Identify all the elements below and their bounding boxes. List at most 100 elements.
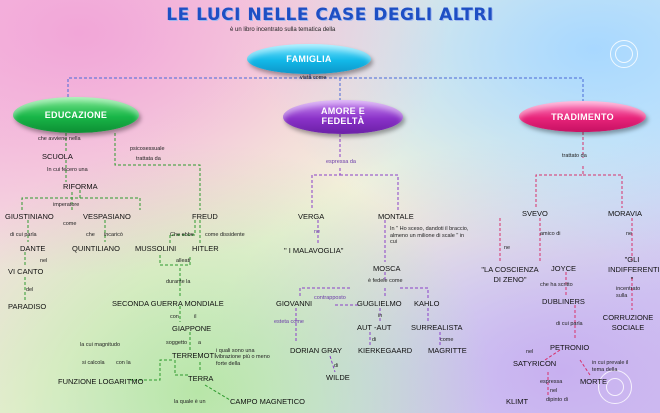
link-a: a	[198, 340, 202, 346]
node-scuola: SCUOLA	[42, 152, 73, 161]
link-che-ha-scritto: che ha scritto	[540, 282, 573, 288]
link-ne: ne	[314, 229, 321, 235]
link-ne-svevo: ne	[504, 245, 511, 251]
link-di-wilde: di	[334, 363, 339, 369]
link-in: in	[378, 313, 383, 319]
node-seconda-guerra-mondiale: SECONDA GUERRA MONDIALE	[112, 299, 224, 308]
flare-decoration	[610, 40, 638, 68]
node-mosca: MOSCA	[373, 264, 401, 273]
link-e-fedele: è fedele come	[368, 278, 403, 284]
amore-connectors	[295, 134, 441, 373]
node-educazione: EDUCAZIONE	[13, 97, 139, 133]
link-con-la: con la	[116, 360, 131, 366]
flare-decoration	[598, 370, 632, 404]
link-nel-tra: nel	[526, 349, 534, 355]
node-dubliners: DUBLINERS	[542, 297, 585, 306]
node-kierkegaard: KIERKEGAARD	[358, 346, 413, 355]
node-hitler: HITLER	[192, 244, 219, 253]
link-soggetto: soggetto	[166, 340, 188, 346]
link-ho-sceso: In " Ho sceso, dandoti il braccio, almen…	[390, 226, 469, 246]
link-di-cui-parla-tra: di cui parla	[556, 321, 583, 327]
node-verga: VERGA	[298, 212, 325, 221]
link-come-dissidente: come dissidente	[205, 232, 245, 238]
node-surrealista: SURREALISTA	[411, 323, 463, 332]
link-che-avviene: che avviene nella	[38, 136, 81, 142]
link-che-ebbe: Che ebbe	[170, 232, 194, 238]
node-famiglia: FAMIGLIA	[247, 44, 371, 74]
node-dante: DANTE	[20, 244, 46, 253]
node-amore-fedelta: AMORE E FEDELTÀ	[283, 100, 403, 134]
link-vista-come: vista come	[300, 75, 327, 81]
node-funzione-logaritmo: FUNZIONE LOGARITMO	[58, 377, 144, 386]
node-klimt: KLIMT	[506, 397, 529, 406]
node-i-malavoglia: " I MALAVOGLIA"	[284, 246, 344, 255]
node-magritte: MAGRITTE	[428, 346, 467, 355]
link-durante-la: durante la	[166, 279, 191, 285]
node-riforma: RIFORMA	[63, 182, 98, 191]
link-la-cui-magnitudo: la cui magnitudo	[80, 342, 121, 348]
node-mussolini: MUSSOLINI	[135, 244, 177, 253]
link-espressa-tra: espressa	[540, 379, 563, 385]
node-quintiliano: QUINTILIANO	[72, 244, 120, 253]
node-la-coscienza-di-zeno: "LA COSCIENZA DI ZENO"	[481, 265, 539, 285]
node-svevo: SVEVO	[522, 209, 548, 218]
node-petronio: PETRONIO	[550, 343, 590, 352]
educazione-connectors	[21, 133, 231, 401]
link-alleati: alleati	[176, 258, 191, 264]
link-la-quale: la quale è un	[174, 399, 206, 405]
node-giovanni: GIOVANNI	[276, 299, 313, 308]
node-kahlo: KAHLO	[414, 299, 440, 308]
link-trattata-da: trattata da	[136, 156, 161, 162]
link-incentrato-sulla: incentrato sulla	[616, 286, 641, 300]
node-satyricon: SATYRICON	[513, 359, 557, 368]
flare-decoration	[615, 45, 633, 63]
node-wilde: WILDE	[326, 373, 350, 382]
link-nel: nel	[40, 258, 48, 264]
node-morte: MORTE	[580, 377, 607, 386]
flare-decoration	[606, 378, 624, 396]
link-trattato-da: trattato da	[562, 153, 587, 159]
node-giustiniano: GIUSTINIANO	[5, 212, 54, 221]
link-del: del	[26, 287, 34, 293]
link-in-cui-prevale: in cui prevale il tema della	[592, 360, 629, 374]
link-di: di	[372, 337, 377, 343]
tradimento-connectors	[499, 132, 633, 395]
link-incarico: incaricò	[104, 232, 123, 238]
link-che: che	[86, 232, 95, 238]
link-come: come	[63, 221, 77, 227]
link-contrapposto: contrapposto	[314, 295, 346, 301]
node-paradiso: PARADISO	[8, 302, 47, 311]
node-dorian-gray: DORIAN GRAY	[290, 346, 342, 355]
node-joyce: JOYCE	[551, 264, 577, 273]
node-tradimento: TRADIMENTO	[519, 101, 646, 132]
node-campo-magnetico: CAMPO MAGNETICO	[230, 397, 306, 406]
node-giappone: GIAPPONE	[172, 324, 212, 333]
link-dipinto-di: dipinto di	[546, 397, 569, 403]
link-amico-di: amico di	[540, 231, 561, 237]
link-i-quali-sono: i quali sono una vibrazione più o meno f…	[216, 348, 270, 367]
node-gli-indifferenti: "GLI INDIFFERENTI "	[608, 255, 660, 285]
map-subtitle: è un libro incentrato sulla tematica del…	[230, 27, 336, 33]
link-si-calcola: si calcola	[82, 360, 105, 366]
link-in-cui: In cui fecero una	[47, 167, 88, 173]
node-corruzione-sociale: CORRUZIONE SOCIALE	[602, 313, 654, 333]
node-terremoti: TERREMOTI	[172, 351, 217, 360]
node-vi-canto: VI CANTO	[8, 267, 44, 276]
link-imperatore: imperatore	[53, 202, 80, 208]
node-moravia: MORAVIA	[608, 209, 643, 218]
link-come-magritte: come	[440, 337, 454, 343]
link-psicosessuale: psicosessuale	[130, 146, 165, 152]
famiglia-connectors	[67, 74, 584, 101]
link-espressa-da: espressa da	[326, 159, 356, 165]
node-guglielmo: GUGLIELMO	[357, 299, 402, 308]
map-title: LE LUCI NELLE CASE DEGLI ALTRI	[166, 5, 494, 25]
link-nel-dipinto: nel	[550, 388, 558, 394]
node-freud: FREUD	[192, 212, 218, 221]
node-montale: MONTALE	[378, 212, 414, 221]
node-aut-aut: AUT -AUT	[357, 323, 392, 332]
link-esteta-come: esteta come	[274, 319, 304, 325]
link-con: con	[170, 314, 179, 320]
link-di-cui-parla: di cui parla	[10, 232, 37, 238]
node-vespasiano: VESPASIANO	[83, 212, 131, 221]
